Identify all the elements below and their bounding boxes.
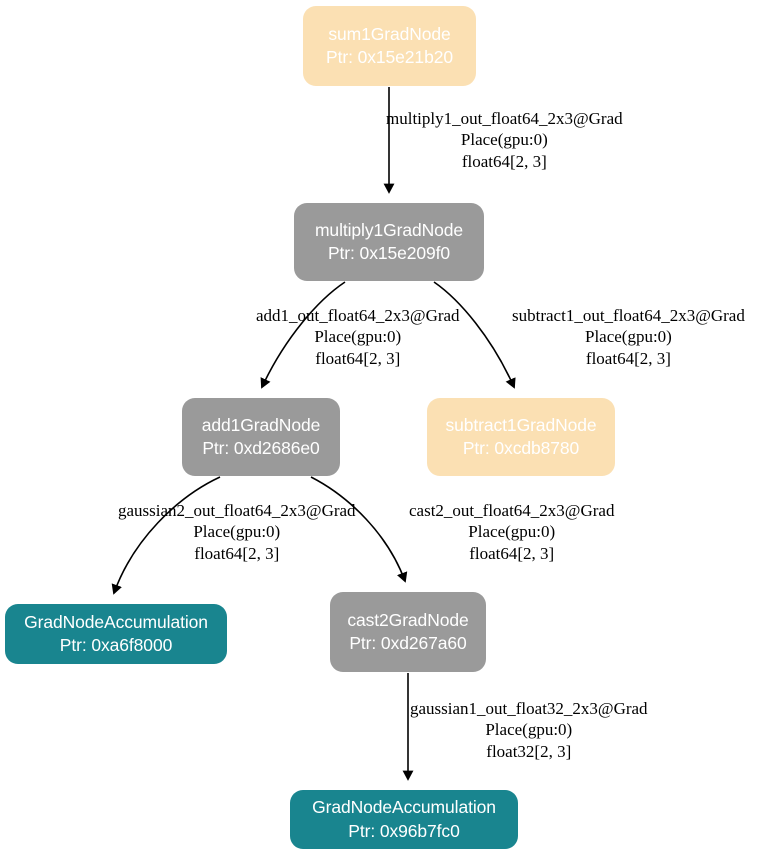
node-grad-accumulation-left[interactable]: GradNodeAccumulation Ptr: 0xa6f8000 — [5, 604, 227, 664]
node-title: cast2GradNode — [347, 609, 469, 630]
node-title: sum1GradNode — [328, 23, 451, 44]
edge-label-cast2-out: cast2_out_float64_2x3@Grad Place(gpu:0) … — [409, 500, 614, 564]
node-cast2-grad[interactable]: cast2GradNode Ptr: 0xd267a60 — [330, 592, 486, 672]
edge-label-add1-out: add1_out_float64_2x3@Grad Place(gpu:0) f… — [256, 305, 460, 369]
edge-label-place: Place(gpu:0) — [468, 522, 556, 542]
edge-label-multiply1-out: multiply1_out_float64_2x3@Grad Place(gpu… — [386, 108, 623, 172]
edge-label-dtype: float32[2, 3] — [486, 741, 572, 761]
node-title: multiply1GradNode — [314, 219, 464, 240]
node-sum1-grad[interactable]: sum1GradNode Ptr: 0x15e21b20 — [303, 6, 476, 86]
edge-label-tensor-name: add1_out_float64_2x3@Grad — [256, 306, 460, 325]
edge-label-tensor-name: gaussian2_out_float64_2x3@Grad — [118, 501, 356, 520]
edge-label-dtype: float64[2, 3] — [194, 543, 280, 563]
edge-label-place: Place(gpu:0) — [485, 720, 573, 740]
node-title: GradNodeAccumulation — [24, 611, 208, 632]
node-pointer: Ptr: 0xa6f8000 — [59, 635, 173, 655]
edge-label-tensor-name: multiply1_out_float64_2x3@Grad — [386, 109, 623, 128]
node-title: GradNodeAccumulation — [312, 797, 496, 818]
node-pointer: Ptr: 0xcdb8780 — [462, 438, 580, 458]
edge-label-place: Place(gpu:0) — [193, 522, 281, 542]
edge-label-dtype: float64[2, 3] — [461, 151, 547, 171]
edge-label-tensor-name: subtract1_out_float64_2x3@Grad — [512, 306, 745, 325]
edge-label-gaussian2-out: gaussian2_out_float64_2x3@Grad Place(gpu… — [118, 500, 356, 564]
edge-label-tensor-name: gaussian1_out_float32_2x3@Grad — [410, 699, 648, 718]
edge-label-dtype: float64[2, 3] — [315, 348, 401, 368]
edge-label-dtype: float64[2, 3] — [585, 348, 671, 368]
node-title: subtract1GradNode — [445, 414, 597, 435]
edge-label-dtype: float64[2, 3] — [469, 543, 555, 563]
node-pointer: Ptr: 0xd2686e0 — [202, 438, 320, 458]
node-grad-accumulation-bottom[interactable]: GradNodeAccumulation Ptr: 0x96b7fc0 — [290, 790, 518, 849]
node-subtract1-grad[interactable]: subtract1GradNode Ptr: 0xcdb8780 — [427, 398, 615, 476]
node-add1-grad[interactable]: add1GradNode Ptr: 0xd2686e0 — [182, 398, 340, 476]
node-title: add1GradNode — [201, 414, 321, 435]
node-pointer: Ptr: 0xd267a60 — [349, 633, 467, 653]
node-pointer: Ptr: 0x96b7fc0 — [348, 820, 460, 841]
edge-label-subtract1-out: subtract1_out_float64_2x3@Grad Place(gpu… — [512, 305, 745, 369]
edge-label-tensor-name: cast2_out_float64_2x3@Grad — [409, 501, 615, 520]
edge-label-place: Place(gpu:0) — [314, 327, 402, 347]
node-pointer: Ptr: 0x15e21b20 — [326, 47, 453, 67]
node-multiply1-grad[interactable]: multiply1GradNode Ptr: 0x15e209f0 — [294, 203, 484, 281]
edge-label-place: Place(gpu:0) — [584, 327, 672, 347]
node-pointer: Ptr: 0x15e209f0 — [327, 243, 451, 263]
edge-label-gaussian1-out: gaussian1_out_float32_2x3@Grad Place(gpu… — [410, 698, 648, 762]
edge-label-place: Place(gpu:0) — [460, 130, 548, 150]
